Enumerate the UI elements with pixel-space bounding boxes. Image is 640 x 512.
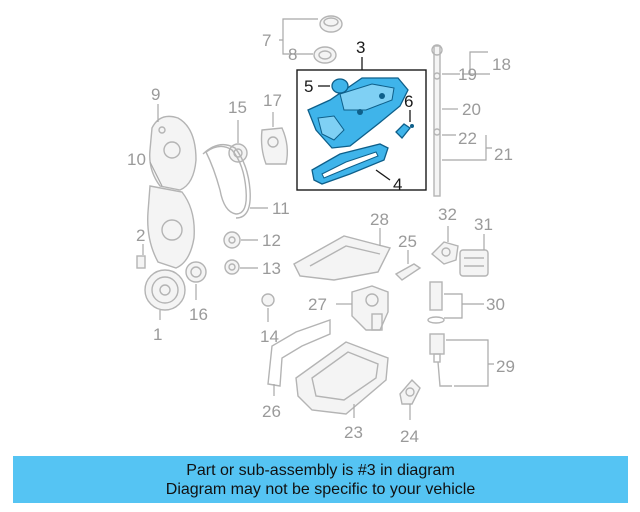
callout-24: 24 — [400, 427, 419, 446]
part-29-sensor — [429, 333, 452, 387]
info-banner: Part or sub-assembly is #3 in diagram Di… — [13, 456, 628, 503]
callout-17: 17 — [263, 91, 282, 110]
callout-14: 14 — [260, 327, 279, 346]
leader-4 — [375, 169, 391, 181]
callout-30: 30 — [486, 295, 505, 314]
callout-11: 11 — [272, 199, 290, 218]
callout-16: 16 — [189, 305, 208, 324]
callout-19: 19 — [458, 65, 477, 84]
callout-5: 5 — [304, 77, 313, 96]
callout-31: 31 — [474, 215, 493, 234]
leader-30 — [444, 293, 484, 319]
leader-10 — [149, 161, 163, 187]
part-14-plug — [261, 293, 275, 307]
banner-line-1: Part or sub-assembly is #3 in diagram — [186, 462, 455, 479]
part-7-cap — [319, 15, 343, 33]
part-11-timing-belt — [202, 143, 251, 219]
leader-7-8 — [279, 18, 318, 55]
callout-20: 20 — [462, 100, 481, 119]
callout-7: 7 — [262, 31, 271, 50]
part-20-dipstick-tube — [431, 44, 443, 197]
part-28-baffle — [293, 235, 392, 281]
part-4-gasket — [311, 143, 389, 185]
callout-8: 8 — [288, 45, 297, 64]
callout-26: 26 — [262, 402, 281, 421]
callout-25: 25 — [398, 232, 417, 251]
leader-29 — [446, 339, 494, 387]
part-3-valve-cover — [307, 77, 409, 149]
callout-4: 4 — [393, 175, 402, 194]
part-27-oil-pump — [351, 285, 389, 331]
part-26-pan-gasket — [267, 319, 331, 387]
callout-12: 12 — [262, 231, 281, 250]
part-13-idler — [224, 259, 240, 275]
part-17-tensioner — [260, 127, 289, 165]
leader-21-22 — [442, 134, 492, 161]
part-31-oil-cooler — [459, 249, 489, 277]
banner-line-2: Diagram may not be specific to your vehi… — [165, 481, 476, 498]
part-6-sensor — [395, 123, 414, 139]
callout-21: 21 — [494, 145, 513, 164]
callout-22: 22 — [458, 129, 477, 148]
part-5-oil-cap — [331, 78, 349, 94]
part-30-filter — [427, 281, 445, 324]
part-16-sprocket — [185, 261, 207, 283]
parts-diagram: 7 8 9 10 2 1 16 15 17 — [127, 15, 515, 446]
callout-27: 27 — [308, 295, 327, 314]
callout-1: 1 — [153, 325, 162, 344]
part-25-gasket — [394, 263, 422, 281]
part-2-bolt — [136, 255, 146, 269]
callout-9: 9 — [151, 85, 160, 104]
callout-6: 6 — [404, 92, 413, 111]
callout-32: 32 — [438, 205, 457, 224]
callout-15: 15 — [228, 98, 247, 117]
callout-3: 3 — [356, 38, 365, 57]
part-23-oil-pan — [295, 341, 389, 415]
part-8-seal — [313, 46, 337, 64]
callout-28: 28 — [370, 210, 389, 229]
callout-13: 13 — [262, 259, 281, 278]
part-12-idler — [223, 231, 241, 249]
callout-29: 29 — [496, 357, 515, 376]
leader-18-19 — [462, 51, 490, 75]
callout-2: 2 — [136, 226, 145, 245]
part-9-timing-cover — [149, 115, 197, 191]
callout-18: 18 — [492, 55, 511, 74]
part-24-pickup — [399, 378, 421, 405]
part-10-lower-cover — [147, 185, 195, 269]
part-32-bracket — [430, 241, 459, 265]
part-1-crank-pulley — [144, 269, 186, 311]
callout-23: 23 — [344, 423, 363, 442]
callout-10: 10 — [127, 150, 146, 169]
